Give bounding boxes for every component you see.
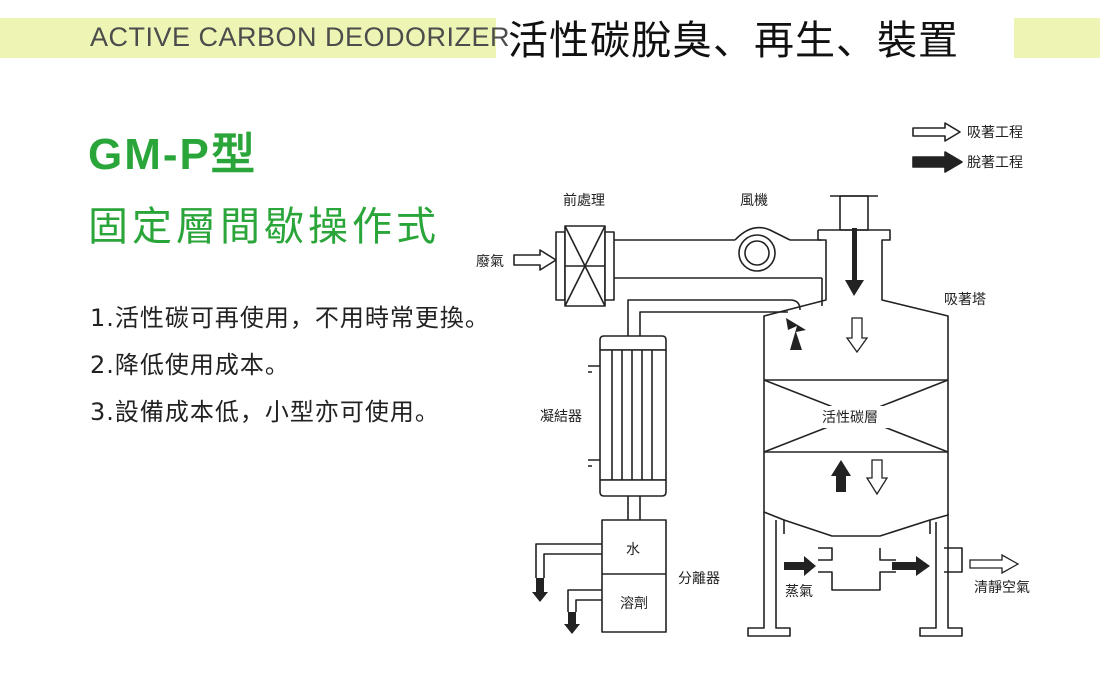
- pretreatment-filter-icon: [555, 225, 615, 307]
- feature-list: 1.活性碳可再使用，不用時常更換。 2.降低使用成本。 3.設備成本低，小型亦可…: [90, 298, 490, 439]
- clean-air-label: 清靜空氣: [974, 580, 1030, 596]
- solvent-label: 溶劑: [620, 595, 648, 612]
- solvent-drain-arrow-icon: [564, 612, 580, 634]
- water-drain-arrow-icon: [532, 578, 548, 602]
- waste-gas-inlet-arrow-icon: [513, 249, 557, 271]
- adsorption-arrow-down-icon: [845, 317, 869, 354]
- adsorption-tower: [747, 229, 963, 637]
- feature-item: 2.降低使用成本。: [90, 351, 290, 379]
- steam-inlet-arrow-icon: [784, 556, 816, 576]
- carbon-layer-label-bg: [818, 406, 894, 428]
- adsorption-arrow-down-lower-icon: [865, 459, 889, 496]
- tower-exhaust-stack: [830, 195, 878, 231]
- adsorption-tower-label: 吸著塔: [944, 292, 986, 308]
- japanese-title: 活性碳脫臭、再生、裝置: [508, 18, 959, 64]
- steam-label: 蒸氣: [785, 584, 813, 600]
- water-label: 水: [626, 542, 640, 558]
- carbon-layer-label: 活性碳層: [822, 410, 878, 426]
- model-name: GM-P型: [88, 130, 257, 179]
- condenser: [588, 335, 667, 497]
- desorption-arrow-up-lower-icon: [831, 460, 851, 492]
- feature-item: 1.活性碳可再使用，不用時常更換。: [90, 304, 490, 332]
- legend-adsorption-arrow-icon: [912, 122, 961, 142]
- desorption-arrow-up-icon: [786, 318, 806, 350]
- desorption-arrow-down-icon: [845, 228, 864, 296]
- separator-label: 分離器: [678, 570, 720, 587]
- separator-tank: [601, 519, 667, 633]
- feature-item: 3.設備成本低，小型亦可使用。: [90, 398, 440, 426]
- fan-icon: [734, 226, 791, 279]
- header-band-left: [0, 18, 496, 58]
- legend-desorption-arrow-icon: [912, 151, 963, 173]
- legend-adsorption-label: 吸著工程: [967, 125, 1023, 141]
- bottom-piping: [818, 547, 963, 591]
- condenser-label: 凝結器: [540, 409, 582, 425]
- pretreatment-label: 前處理: [563, 192, 605, 209]
- desorption-arrow-right-icon: [892, 556, 930, 576]
- legend-desorption-label: 脫著工程: [967, 155, 1023, 171]
- product-subtitle: 固定層間歇操作式: [88, 204, 440, 250]
- waste-gas-label: 廢氣: [476, 253, 504, 270]
- english-title: ACTIVE CARBON DEODORIZER: [90, 22, 511, 52]
- clean-air-arrow-icon: [969, 553, 1020, 575]
- fan-label: 風機: [740, 193, 768, 209]
- header-band-right: [1014, 18, 1100, 58]
